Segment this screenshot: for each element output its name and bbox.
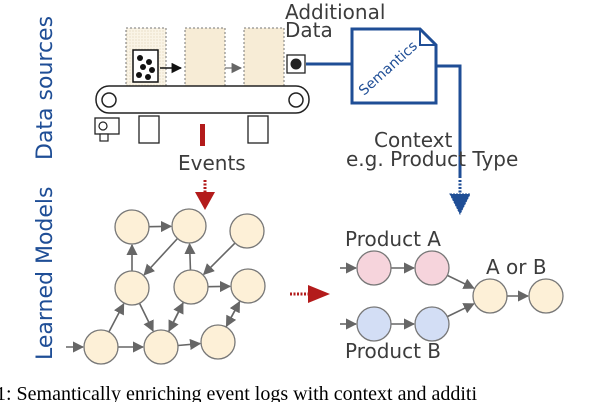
label-additional-data-line2: Data [285,18,333,42]
product-a-node [356,250,392,286]
figure-caption: 1: Semantically enriching event logs wit… [0,383,477,402]
events-arrow [195,180,215,210]
model-node [143,329,179,365]
model-edge [143,237,179,276]
shared-node [472,278,508,314]
label-product-b: Product B [345,339,441,363]
connector-semantics-to-context [436,64,462,178]
label-additional-data-line1: Additional [285,0,385,24]
model-node [230,268,266,304]
product-graph [340,250,564,342]
product-b-node [356,306,392,342]
conveyor-machine [94,27,310,146]
transform-arrow [290,285,330,303]
product-edge [446,303,475,318]
model-edge [202,242,236,276]
model-node [83,329,119,365]
product-b-node [414,306,450,342]
learned-model-graph [66,208,266,365]
label-a-or-b: A or B [486,255,547,279]
label-product-a: Product A [345,227,441,251]
model-edge [108,302,125,333]
label-context-example: e.g. Product Type [346,147,518,171]
shared-node [528,278,564,314]
model-node [114,209,150,245]
semantics-document: Semantics [350,27,438,105]
label-context: Context [374,128,453,152]
model-edge [225,300,241,328]
context-arrow [449,180,471,216]
model-node [114,270,150,306]
product-a-node [414,250,450,286]
model-edge [184,242,196,271]
side-label-data-sources: Data sources [33,16,58,160]
model-edge [138,302,154,332]
model-edge [177,338,202,351]
model-node [200,324,236,360]
label-events: Events [178,151,246,175]
model-node [171,208,207,244]
model-node [173,269,209,305]
product-edge [446,274,475,289]
model-node [229,213,265,249]
model-edge [168,301,185,332]
side-label-learned-models: Learned Models [33,187,58,361]
